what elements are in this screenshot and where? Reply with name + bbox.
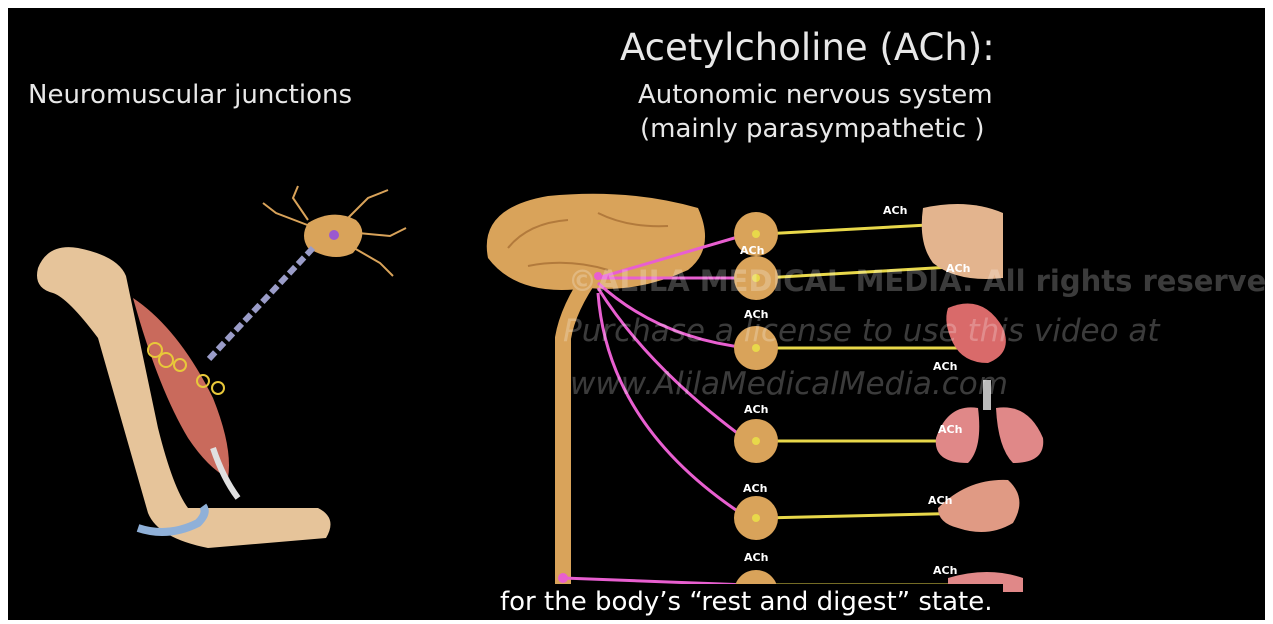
ach-label: ACh — [740, 244, 764, 257]
ach-label: ACh — [883, 204, 907, 217]
watermark-line: www.AlilaMedicalMedia.com — [570, 366, 1008, 402]
video-caption: for the body’s “rest and digest” state. — [490, 584, 1003, 620]
neuron-illustration — [208, 186, 406, 360]
video-frame: ACh ACh ACh ACh ACh ACh ACh ACh ACh ACh … — [8, 8, 1265, 620]
ach-label: ACh — [744, 403, 768, 416]
watermark-line: Purchase a license to use this video at — [563, 313, 1160, 349]
ach-label: ACh — [928, 494, 952, 507]
main-title: Acetylcholine (ACh): — [620, 26, 995, 69]
subtitle-line-2: (mainly parasympathetic ) — [640, 114, 985, 144]
ach-label: ACh — [933, 564, 957, 577]
ach-label: ACh — [744, 551, 768, 564]
subtitle-line-1: Autonomic nervous system — [638, 80, 993, 110]
left-label: Neuromuscular junctions — [28, 80, 352, 110]
arm-bone-illustration — [37, 247, 331, 548]
ach-label: ACh — [938, 423, 962, 436]
ach-label: ACh — [743, 482, 767, 495]
watermark-line: ©ALILA MEDICAL MEDIA. All rights reserve… — [568, 264, 1265, 298]
